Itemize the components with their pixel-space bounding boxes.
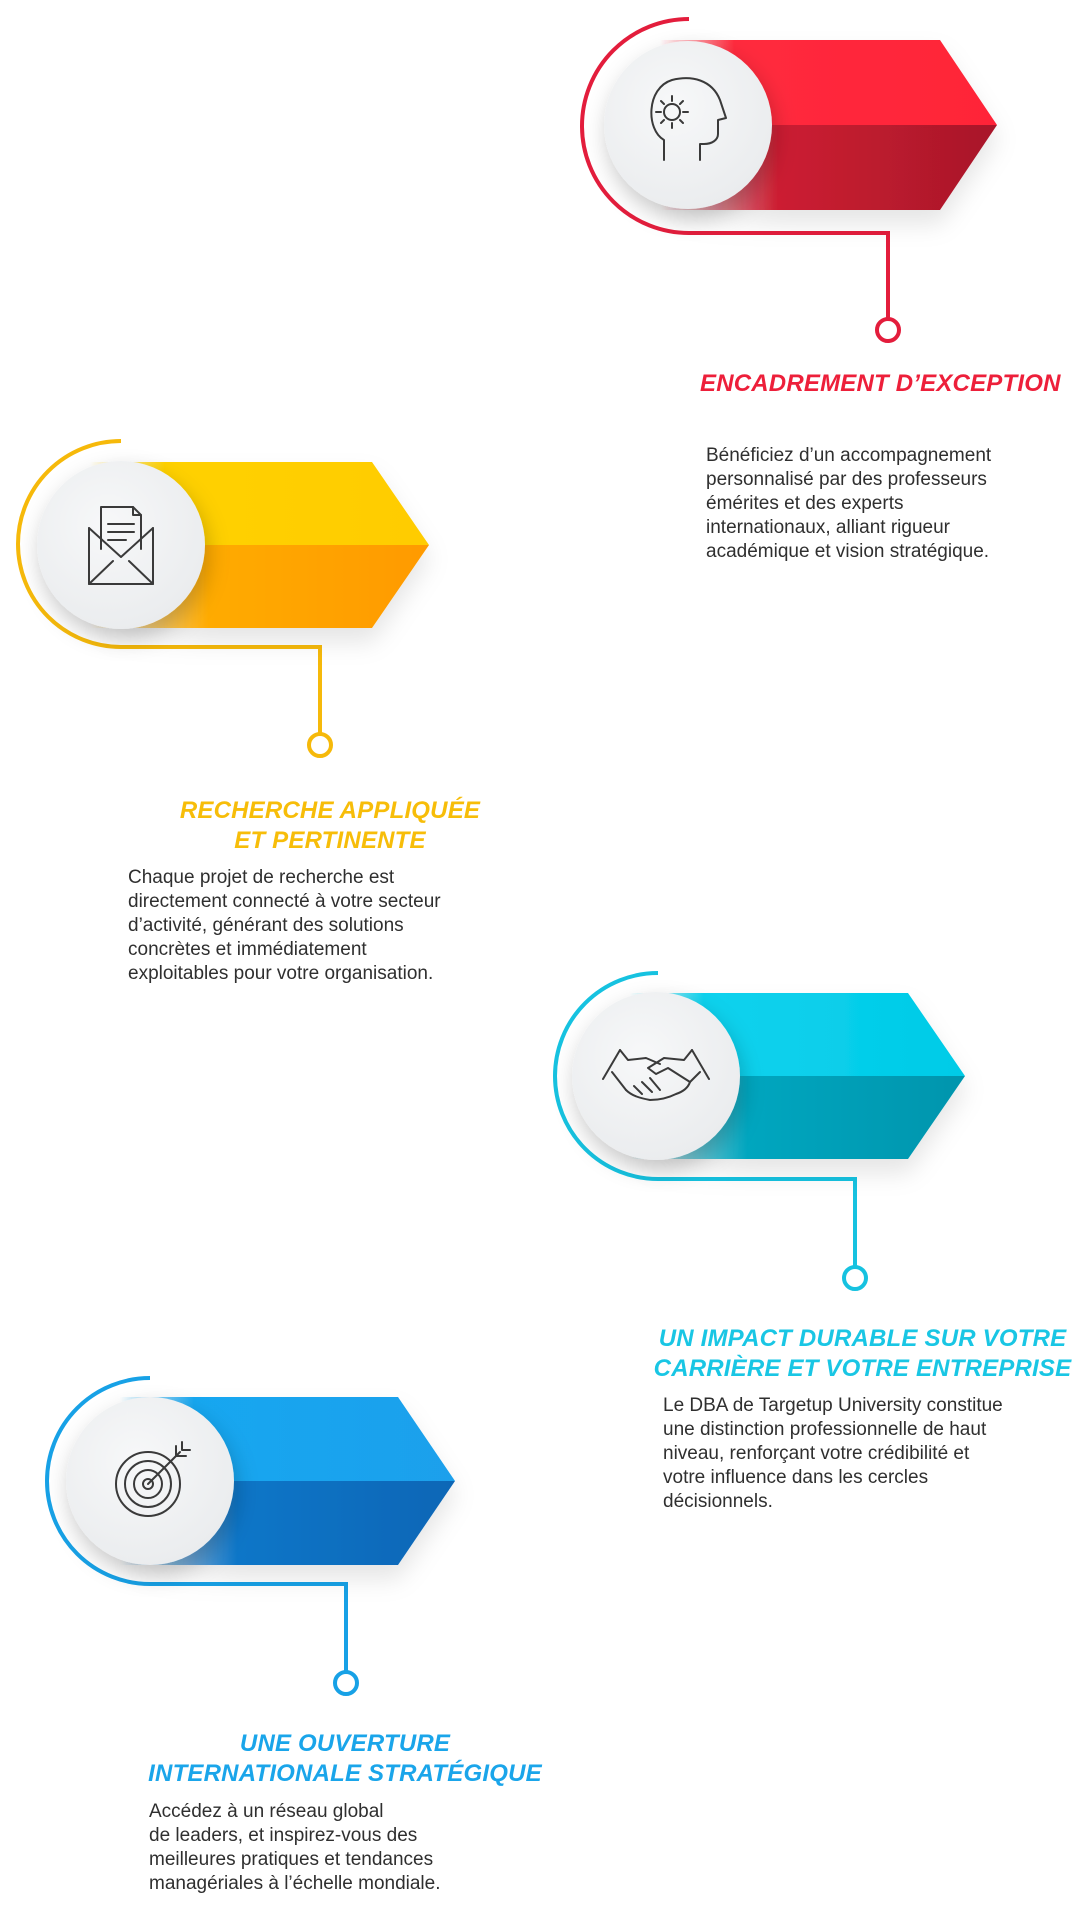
step-2-arc <box>16 439 322 743</box>
step-3-description: Le DBA de Targetup University constitue … <box>663 1395 1003 1512</box>
step-1-icon-disc <box>604 41 772 209</box>
target-arrow-icon <box>115 1441 191 1517</box>
step-4-title: UNE OUVERTURE INTERNATIONALE STRATÉGIQUE <box>148 1730 542 1787</box>
step-1-description: Bénéficiez d’un accompagnement personnal… <box>706 445 992 562</box>
step-1-arc <box>580 17 890 329</box>
step-2-description: Chaque projet de recherche est directeme… <box>128 867 441 984</box>
step-2-title: RECHERCHE APPLIQUÉE ET PERTINENTE <box>179 797 481 854</box>
head-gear-icon <box>650 77 727 161</box>
step-4-dot <box>333 1670 359 1696</box>
step-3-arc <box>553 971 857 1277</box>
step-4-graphic <box>45 1376 455 1696</box>
step-2-icon-disc <box>37 461 205 629</box>
step-1-title: ENCADREMENT D’EXCEPTION <box>700 370 1061 397</box>
envelope-document-icon <box>88 506 154 585</box>
handshake-icon <box>602 1049 710 1101</box>
step-4-description: Accédez à un réseau global de leaders, e… <box>149 1801 441 1894</box>
step-4-arc <box>45 1376 348 1680</box>
step-2-dot <box>307 732 333 758</box>
step-2-graphic <box>16 439 429 758</box>
step-3-dot <box>842 1265 868 1291</box>
step-1-dot <box>875 317 901 343</box>
step-1-graphic <box>580 17 997 343</box>
step-3-title: UN IMPACT DURABLE SUR VOTRE CARRIÈRE ET … <box>653 1325 1072 1382</box>
step-3-icon-disc <box>572 992 740 1160</box>
step-3-graphic <box>553 971 965 1291</box>
